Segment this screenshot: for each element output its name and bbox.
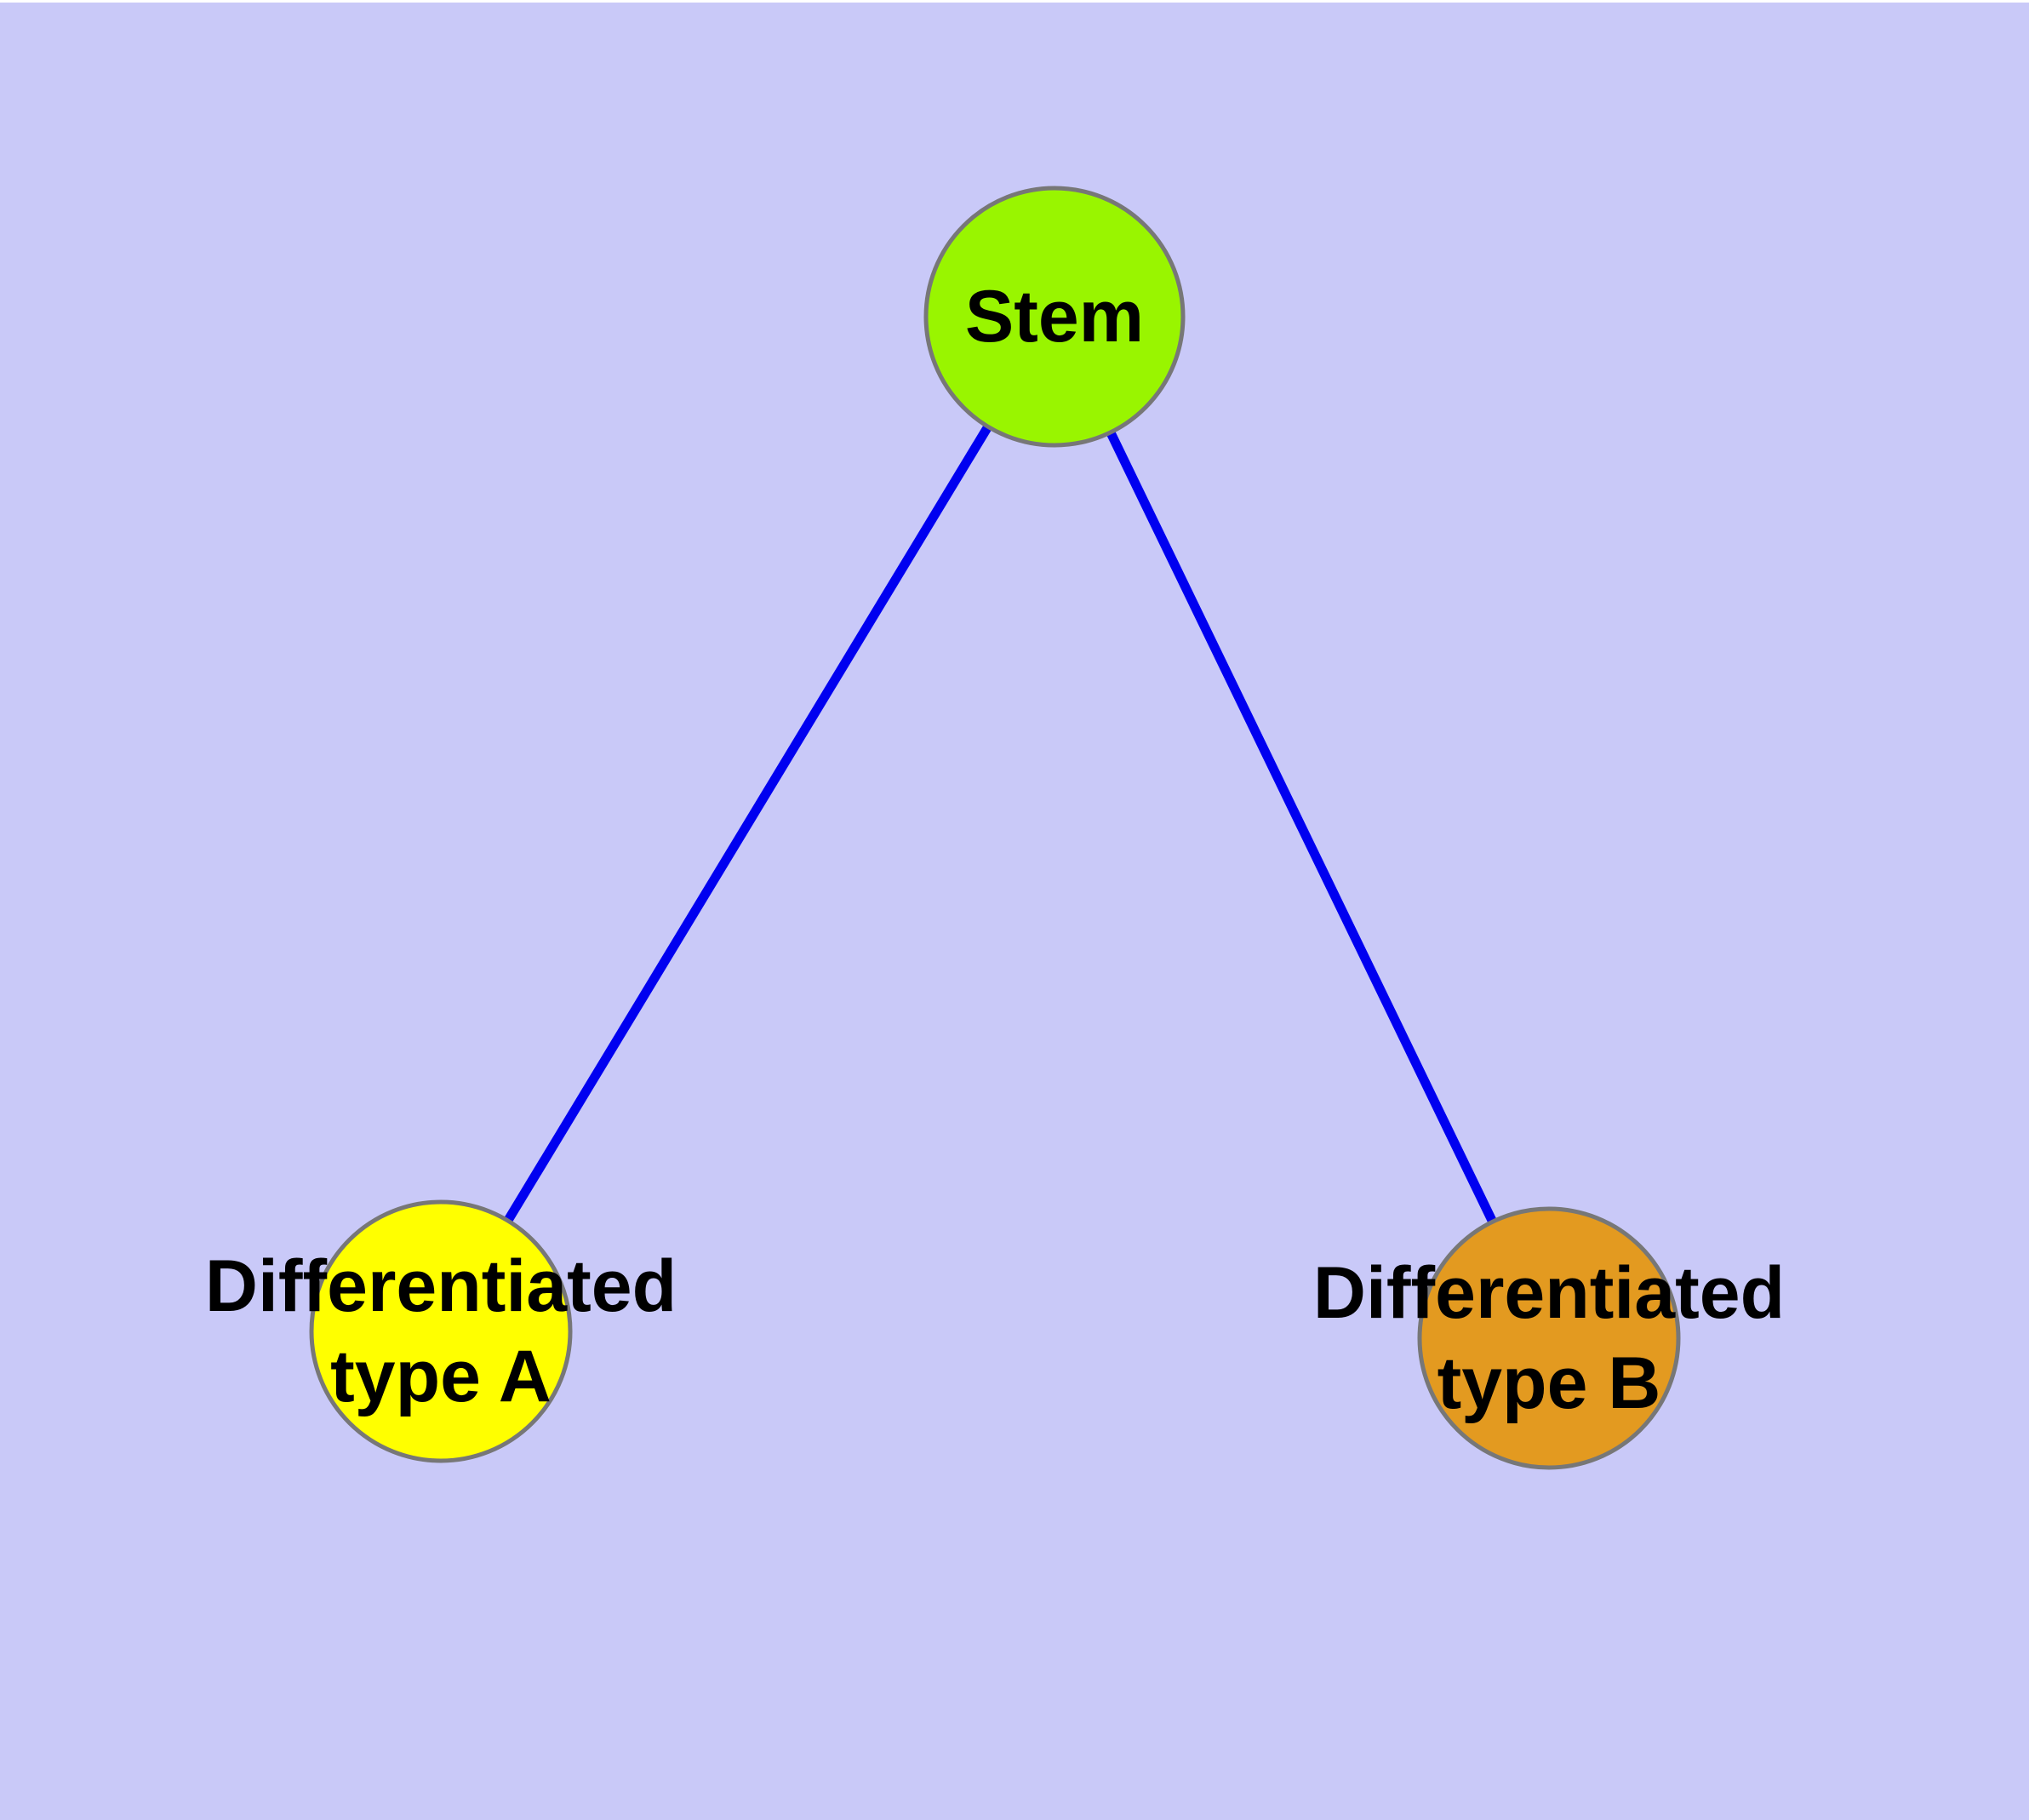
node-stem-circle (923, 186, 1186, 448)
edges-layer (437, 314, 1553, 1341)
node-type-a-circle (309, 1199, 573, 1463)
node-type-a-label: Differentiated type A (205, 1245, 677, 1417)
node-type-b-label-line-1: Differentiated (1313, 1252, 1785, 1334)
edge-stem-to-type-a (437, 314, 1059, 1334)
node-type-a-label-line-2: type A (330, 1336, 552, 1417)
node-type-b-circle (1417, 1206, 1681, 1470)
node-stem-label-line-1: Stem (965, 276, 1144, 358)
node-type-b-label-line-2: type B (1437, 1342, 1661, 1424)
nodes-layer (309, 186, 1681, 1470)
node-type-a-label-line-1: Differentiated (205, 1245, 677, 1327)
edge-stem-to-type-b (1050, 314, 1553, 1341)
node-stem-label: Stem (965, 276, 1144, 358)
